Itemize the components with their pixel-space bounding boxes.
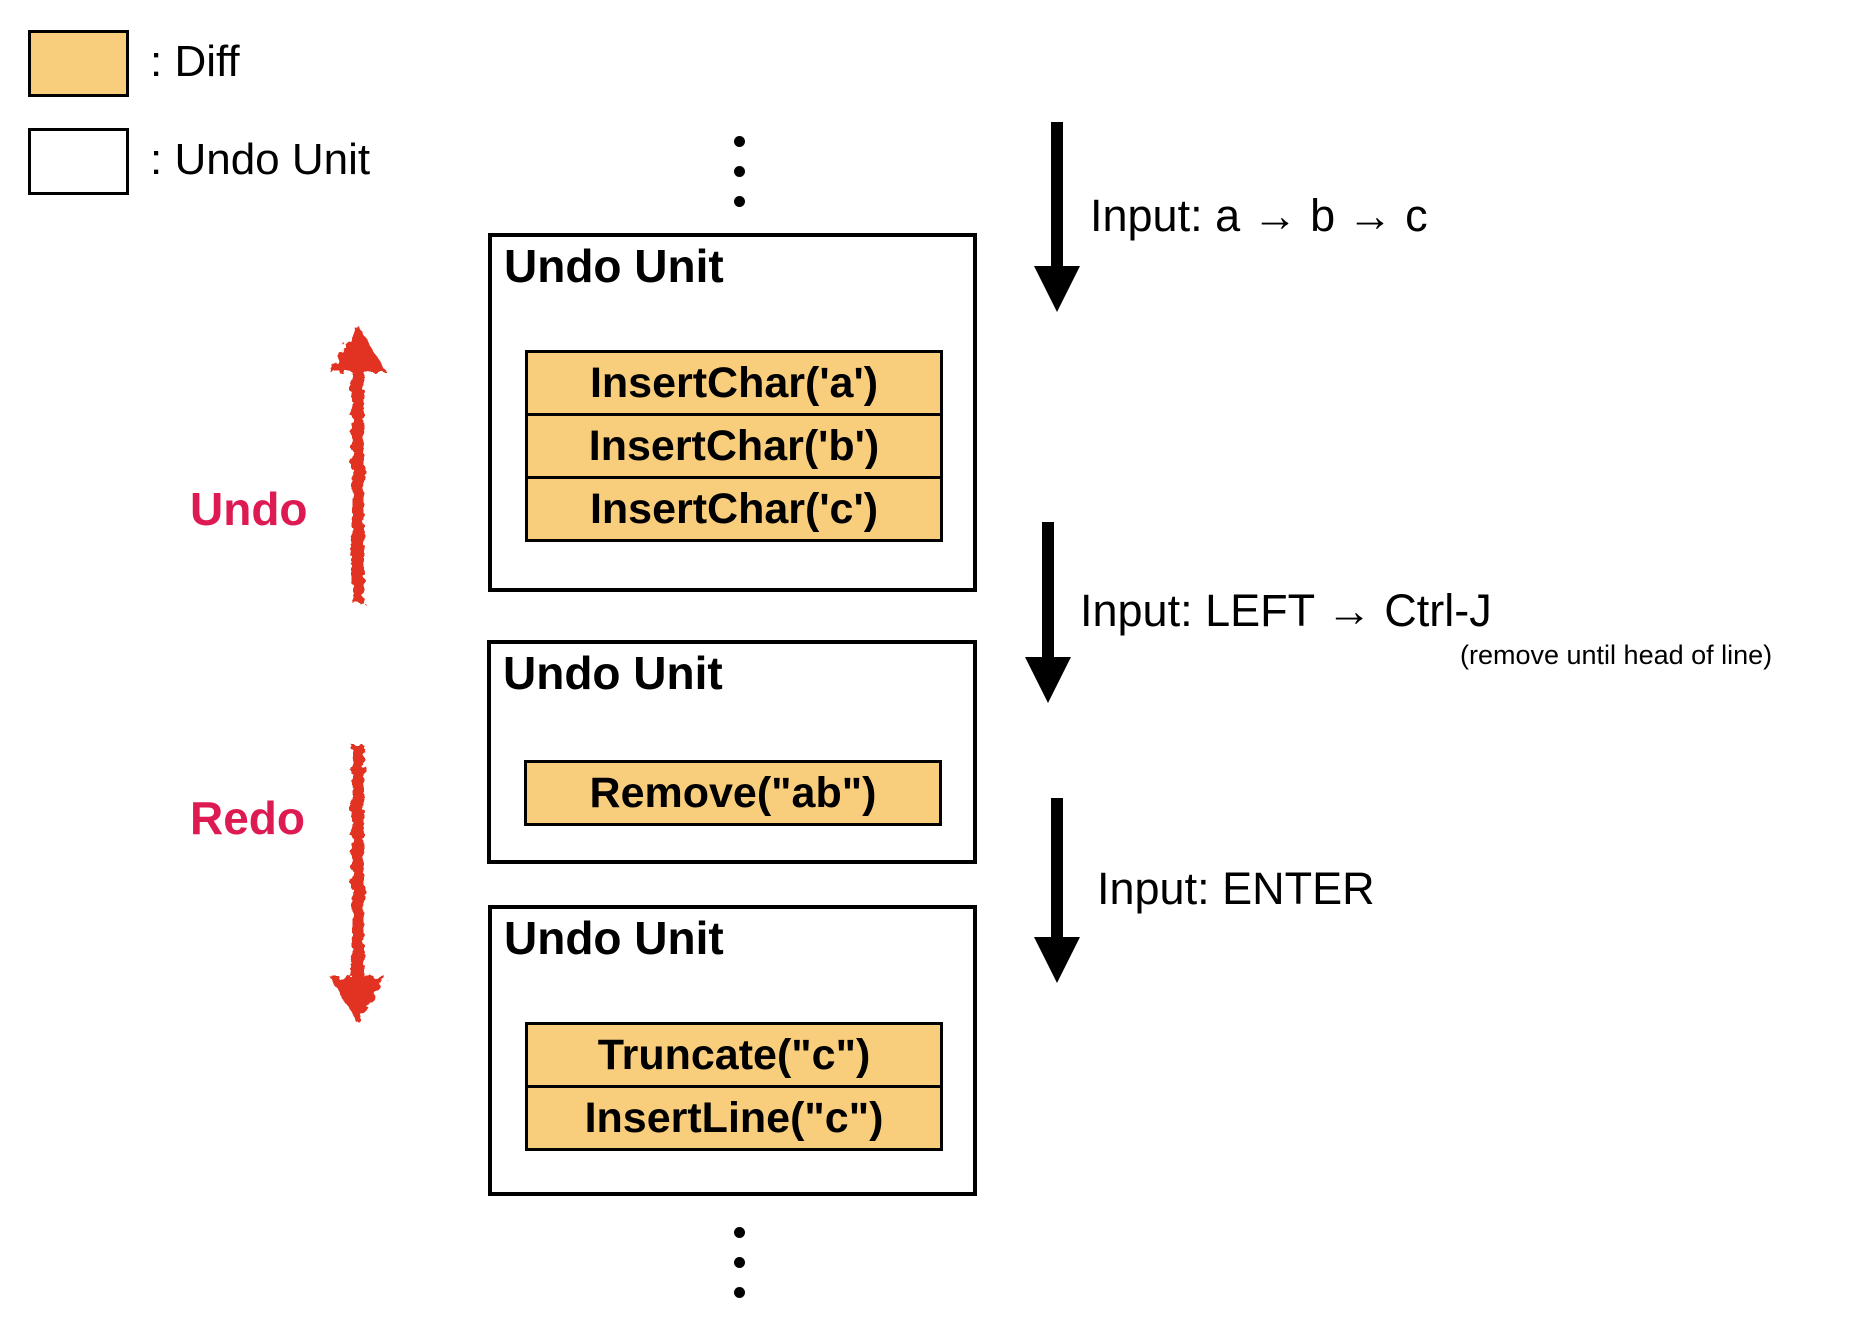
input-event-3-label: Input: ENTER [1097,863,1375,914]
undo-unit-2-diff-stack: Remove("ab") [524,760,942,826]
undo-unit-box-1: Undo Unit InsertChar('a') InsertChar('b'… [488,233,977,592]
legend-diff-swatch [28,30,129,97]
ellipsis-bottom-icon [734,1227,745,1298]
undo-unit-1-title: Undo Unit [504,240,724,292]
diff-insertline-c: InsertLine("c") [525,1085,943,1151]
undo-label: Undo [190,483,308,535]
ellipsis-top-icon [734,136,745,207]
flow-arrow-2-icon [1025,522,1071,712]
undo-unit-box-2: Undo Unit Remove("ab") [487,640,977,864]
flow-arrow-1-icon [1034,122,1080,312]
redo-label: Redo [190,792,305,844]
redo-arrow-down-icon [330,745,386,1025]
undo-unit-3-title: Undo Unit [504,912,724,964]
legend-diff-label: : Diff [150,37,240,86]
diff-truncate-c: Truncate("c") [525,1022,943,1088]
undo-unit-box-3: Undo Unit Truncate("c") InsertLine("c") [488,905,977,1196]
input-event-2-note: (remove until head of line) [1460,640,1773,670]
undo-unit-1-diff-stack: InsertChar('a') InsertChar('b') InsertCh… [525,350,943,542]
input-event-2-label: Input: LEFT → Ctrl-J [1080,585,1492,636]
diff-insertchar-b: InsertChar('b') [525,413,943,479]
flow-arrow-3-icon [1034,798,1080,988]
diff-insertchar-c: InsertChar('c') [525,476,943,542]
undo-arrow-up-icon [330,325,386,603]
undo-unit-2-title: Undo Unit [503,647,723,699]
undo-unit-3-diff-stack: Truncate("c") InsertLine("c") [525,1022,943,1151]
legend-undo-unit-label: : Undo Unit [150,135,371,184]
diff-insertchar-a: InsertChar('a') [525,350,943,416]
input-event-1-label: Input: a → b → c [1090,190,1428,241]
legend-undo-unit-swatch [28,128,129,195]
diff-remove-ab: Remove("ab") [524,760,942,826]
